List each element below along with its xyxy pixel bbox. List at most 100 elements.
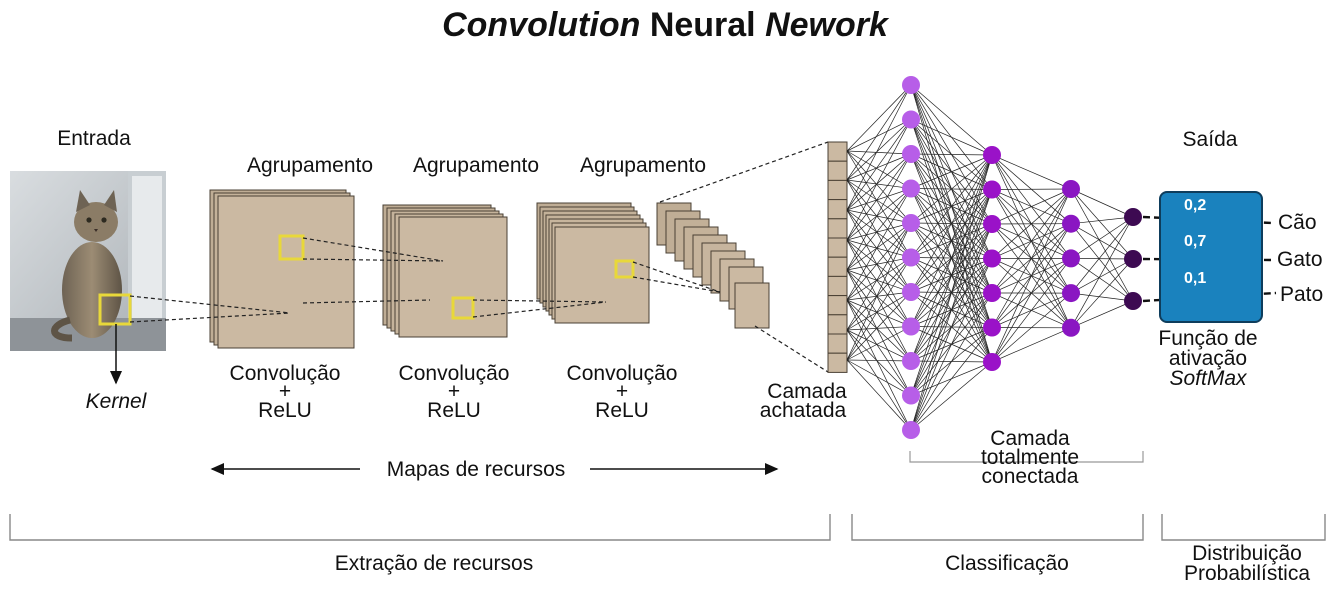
connection (846, 222, 912, 301)
connection (846, 188, 912, 241)
fc-layer1-neuron (902, 76, 920, 94)
connection (846, 269, 912, 293)
connection (1070, 188, 1134, 260)
connection (846, 359, 912, 362)
connection (846, 299, 912, 327)
fc-layer1-neuron (902, 110, 920, 129)
connection (846, 299, 912, 396)
connection (991, 188, 1072, 328)
connection (910, 154, 993, 258)
connection (846, 326, 912, 361)
connection (846, 257, 912, 271)
stage2-feature-maps (382, 204, 508, 338)
class-label-dog: Cão (1278, 211, 1317, 234)
classification-bracket (851, 514, 1144, 541)
connection (846, 153, 912, 211)
connection (846, 179, 912, 293)
fully-connected-line1: Camada (990, 427, 1070, 450)
connection (846, 119, 912, 181)
stage2-kernel-box (451, 296, 475, 320)
flatten-label-line1: Camada (767, 380, 847, 403)
conv-plus-2: + (447, 380, 461, 403)
connection (991, 154, 1072, 190)
connection (910, 154, 993, 293)
flattened-cell (827, 295, 848, 316)
fully-connected-line2: totalmente (980, 446, 1080, 469)
connection (1070, 216, 1134, 328)
connection (846, 269, 912, 362)
stage1-feature-maps (209, 189, 355, 349)
connection (846, 257, 912, 361)
flattened-cell (827, 314, 848, 335)
fc-layer3-neuron (1062, 318, 1080, 337)
softmax-output-box (1159, 191, 1263, 323)
flattened-cell (827, 237, 848, 258)
connection (1070, 292, 1134, 302)
probability-value: 0,1 (1184, 270, 1207, 287)
probability-value: 0,2 (1184, 197, 1207, 214)
conv-label-1: Convolução (229, 362, 341, 385)
connection (1070, 223, 1134, 260)
connection (1070, 188, 1134, 302)
fc-layer2-neuron (983, 318, 1001, 337)
connection (846, 188, 912, 211)
connection (846, 188, 912, 271)
probability-value: 0,7 (1184, 233, 1207, 250)
pooling-label-2: Agrupamento (412, 154, 540, 177)
connection (846, 239, 912, 327)
connection (846, 84, 912, 211)
conv-plus-1: + (278, 380, 292, 403)
output-neuron (1124, 292, 1142, 310)
connection (1070, 216, 1134, 259)
connection (1070, 258, 1134, 260)
stage1-kernel-box (278, 234, 305, 261)
projection-lines (129, 141, 829, 373)
fc-layer3-neuron (1062, 284, 1080, 303)
distribution-bracket (1161, 514, 1326, 541)
fc-layer3-neuron (1062, 180, 1080, 198)
connection (991, 292, 1072, 363)
connection (846, 153, 912, 181)
connection (846, 239, 912, 293)
connection (846, 153, 912, 241)
connection (910, 154, 993, 189)
flattened-cell (827, 352, 848, 373)
connection (910, 327, 993, 431)
connection (846, 257, 912, 301)
flattened-cell (827, 256, 848, 277)
connection (991, 188, 1072, 294)
flattened-cell (827, 199, 848, 220)
connection (910, 154, 993, 431)
class-label-duck: Pato (1280, 283, 1324, 306)
flatten-label-line2: achatada (759, 399, 847, 422)
fc-layer1-neuron (902, 386, 920, 405)
connection (910, 189, 993, 431)
softmax-label: SoftMax (1169, 367, 1247, 390)
flattened-cell (827, 160, 848, 181)
connection (846, 150, 912, 155)
connection (910, 84, 993, 156)
distribution-label-line2: Probabilística (1183, 562, 1311, 585)
fc-layer1-neuron (902, 179, 920, 198)
flattened-layer (827, 141, 848, 373)
connection (846, 179, 912, 189)
connection (846, 269, 912, 327)
feature-extraction-label: Extração de recursos (334, 552, 534, 575)
connection (910, 119, 993, 156)
connection (1070, 300, 1134, 329)
connection (1070, 216, 1134, 225)
pooled-feature-maps (656, 202, 770, 329)
fc-layer2-neuron (983, 180, 1001, 199)
network-neurons (902, 76, 1142, 439)
flattened-cell (827, 218, 848, 239)
fc-layer1-neuron (902, 145, 920, 163)
output-neuron (1124, 208, 1142, 226)
connection (846, 209, 912, 293)
feature-maps-label: Mapas de recursos (386, 458, 566, 481)
connection (846, 299, 912, 362)
connection (910, 223, 993, 431)
connection (846, 119, 912, 241)
connection (846, 222, 912, 361)
fc-layer1-neuron (902, 421, 920, 439)
connection (910, 258, 993, 431)
